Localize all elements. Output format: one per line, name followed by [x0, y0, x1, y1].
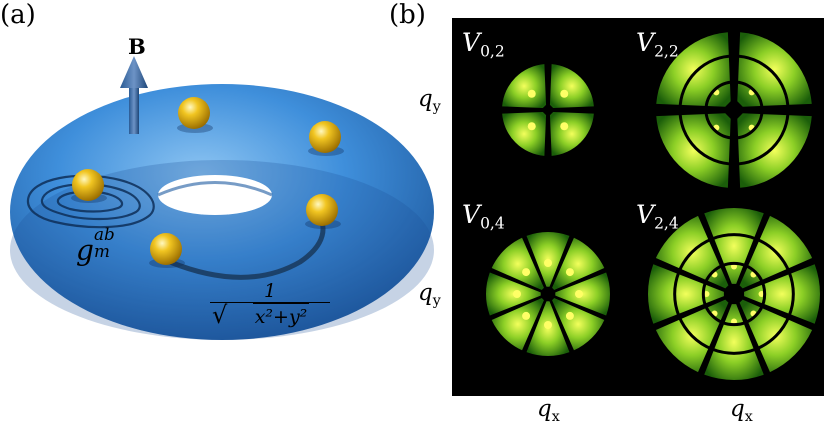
lobe-peak	[560, 89, 569, 98]
lobe-peak	[527, 89, 536, 98]
lobe-peak	[731, 318, 737, 325]
lobe	[502, 64, 547, 109]
node-line	[733, 258, 818, 296]
lobe	[704, 207, 764, 284]
lobe	[744, 264, 820, 324]
particle	[72, 169, 104, 201]
lobe-peak	[544, 321, 552, 329]
pattern-24	[648, 207, 820, 380]
panel-b-label: (b)	[389, 0, 426, 30]
particle	[178, 97, 210, 129]
lobe-peak	[522, 268, 531, 277]
plot-title-v02: V0,2	[462, 28, 505, 61]
particle	[309, 121, 341, 153]
particle	[150, 233, 182, 265]
b-field-arrow	[129, 82, 139, 134]
lobe-peak	[513, 290, 521, 298]
torus-illustration	[10, 56, 434, 340]
spectrum-svg	[486, 28, 820, 380]
lobe	[552, 298, 605, 351]
node-line	[546, 233, 575, 295]
lobe-peak	[703, 291, 710, 297]
node-ring	[701, 261, 767, 327]
b-field-arrowhead	[120, 56, 148, 88]
axis-label-qx-left: qx	[537, 396, 560, 424]
lobe-peak	[565, 268, 574, 277]
lobe	[491, 237, 544, 290]
spectrum-grid	[452, 18, 824, 396]
lobe-peak	[544, 259, 552, 267]
axis-label-qy-top: qy	[418, 86, 441, 115]
node-line	[650, 258, 735, 296]
lobe	[552, 237, 605, 290]
lobe	[656, 113, 731, 188]
pattern-22	[652, 28, 816, 192]
lobe	[648, 264, 724, 324]
lobe	[549, 64, 594, 109]
lobe-peak	[758, 291, 765, 297]
axis-label-qx-right: qx	[730, 396, 753, 424]
lobe	[491, 298, 544, 351]
node-line	[547, 267, 609, 296]
lobe-peak	[522, 311, 531, 320]
node-line	[546, 293, 575, 355]
interaction-path	[167, 219, 326, 280]
lobe	[704, 304, 764, 380]
lobe	[656, 32, 731, 107]
plot-title-v04: V0,4	[462, 200, 505, 233]
node-line	[521, 233, 550, 295]
lobe-peak	[731, 263, 737, 270]
node-line	[650, 292, 735, 330]
node-ring	[673, 233, 795, 355]
axis-label-qy-bottom: qy	[418, 280, 441, 309]
particles	[71, 97, 344, 268]
lobe-peak	[560, 122, 569, 131]
interaction-fraction: 1 √x²+y²	[210, 280, 330, 330]
b-field-label: B	[128, 34, 146, 59]
lobe	[737, 113, 812, 188]
lobe	[549, 111, 594, 156]
pattern-04	[486, 232, 610, 356]
pattern-02	[499, 61, 597, 159]
node-line	[698, 210, 736, 295]
node-line	[487, 292, 549, 321]
lobe-peak	[565, 311, 574, 320]
plot-title-v22: V2,2	[636, 28, 679, 61]
plot-title-v24: V2,4	[636, 200, 679, 233]
node-line	[732, 210, 770, 295]
node-line	[732, 293, 770, 378]
panel-a-label: (a)	[0, 0, 36, 30]
lobe	[502, 111, 547, 156]
node-line	[487, 267, 549, 296]
lobe	[737, 32, 812, 107]
particle	[306, 194, 338, 226]
node-line	[521, 293, 550, 355]
lobe-peak	[527, 122, 536, 131]
node-line	[698, 293, 736, 378]
node-line	[733, 292, 818, 330]
lobe-peak	[575, 290, 583, 298]
node-line	[547, 292, 609, 321]
